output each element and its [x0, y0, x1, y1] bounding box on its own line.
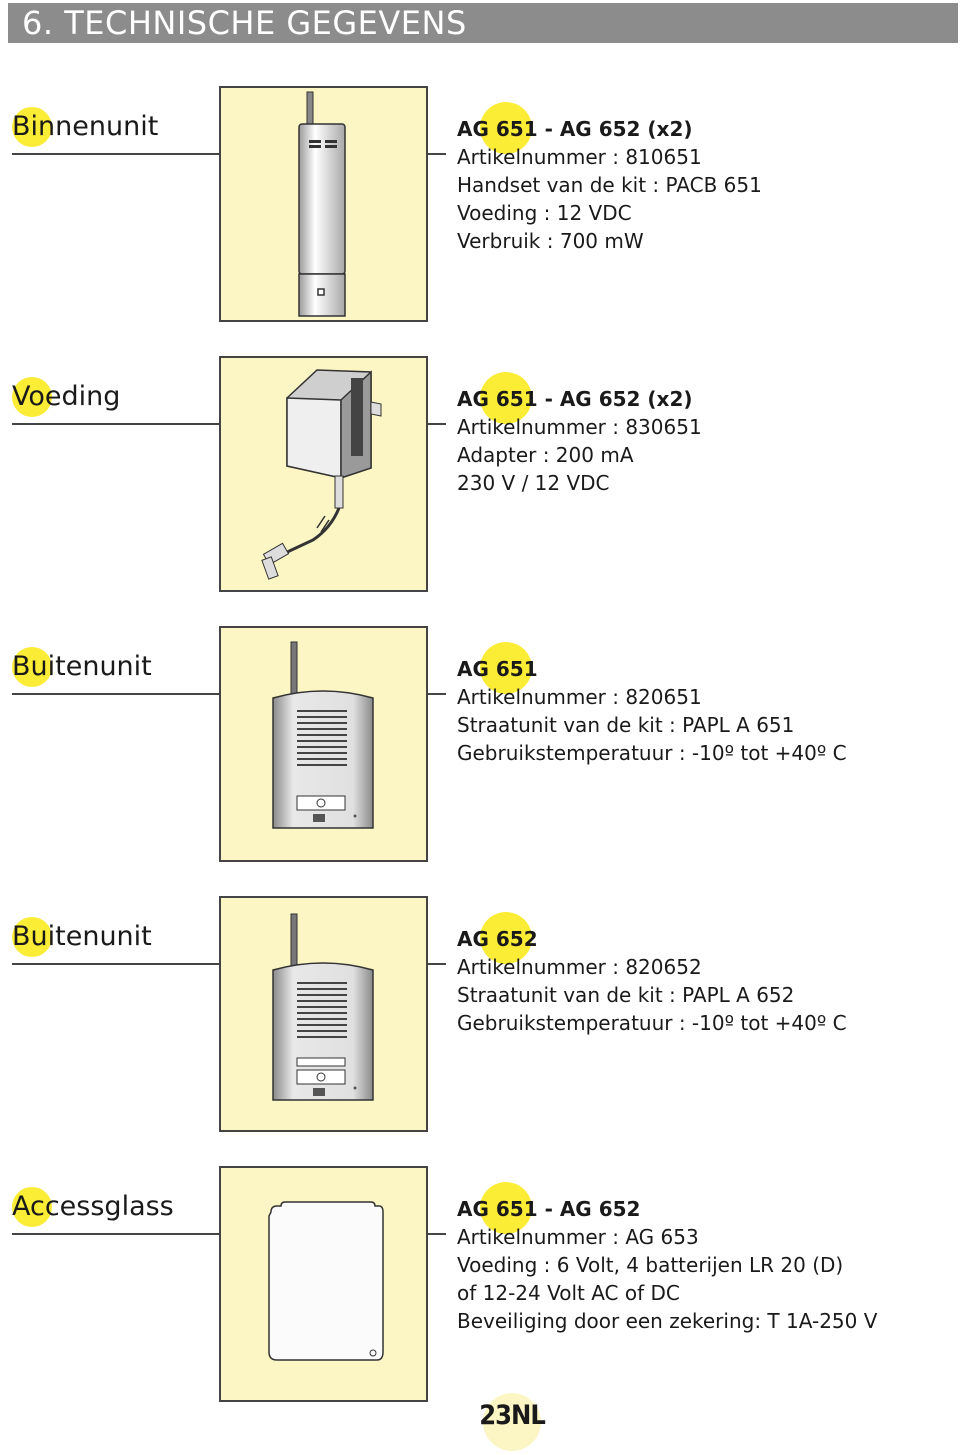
label-highlight: [12, 377, 52, 417]
label-underline: [12, 423, 220, 425]
connector-line: [426, 153, 446, 155]
label-underline: [12, 1233, 220, 1235]
spec-model: AG 652: [457, 927, 538, 951]
spec-line: Handset van de kit : PACB 651: [457, 173, 762, 197]
spec-line: Voeding : 6 Volt, 4 batterijen LR 20 (D): [457, 1253, 844, 1277]
spec-highlight: [480, 102, 532, 154]
spec-line: Straatunit van de kit : PAPL A 652: [457, 983, 795, 1007]
spec-block: AG 651 - AG 652 (x2) Artikelnummer : 810…: [457, 115, 762, 255]
image-box: [219, 356, 428, 592]
section-label: Buitenunit: [12, 651, 152, 682]
image-box: [219, 1166, 428, 1402]
label-highlight: [12, 107, 52, 147]
connector-line: [426, 963, 446, 965]
image-box: [219, 86, 428, 322]
spec-model: AG 651 - AG 652 (x2): [457, 387, 693, 411]
page-number-highlight: [483, 1393, 541, 1451]
section-accessglass: Accessglass AG 651 - AG 652 Artikelnumme…: [0, 1166, 960, 1402]
section-buitenunit-652: Buitenunit AG 652: [0, 896, 960, 1132]
label-underline: [12, 153, 220, 155]
outdoor-unit-two-button-icon: [272, 913, 374, 1101]
accessglass-box-icon: [268, 1201, 384, 1361]
spec-line: Straatunit van de kit : PAPL A 651: [457, 713, 795, 737]
spec-block: AG 652 Artikelnummer : 820652 Straatunit…: [457, 925, 847, 1037]
image-box: [219, 896, 428, 1132]
label-highlight: [12, 1187, 52, 1227]
spec-highlight: [480, 1182, 532, 1234]
label-underline: [12, 693, 220, 695]
spec-line: Artikelnummer : 810651: [457, 145, 702, 169]
section-label: Accessglass: [12, 1191, 174, 1222]
section-label: Buitenunit: [12, 921, 152, 952]
section-label: Voeding: [12, 381, 121, 412]
spec-line: Artikelnummer : 820652: [457, 955, 702, 979]
spec-line: Artikelnummer : 820651: [457, 685, 702, 709]
connector-line: [426, 1233, 446, 1235]
section-binnenunit: Binnenunit AG 651 - AG 652 (x2) Artikeln…: [0, 86, 960, 322]
section-buitenunit-651: Buitenunit AG 651 Ar: [0, 626, 960, 862]
spec-block: AG 651 - AG 652 (x2) Artikelnummer : 830…: [457, 385, 702, 497]
spec-model: AG 651: [457, 657, 538, 681]
spec-block: AG 651 - AG 652 Artikelnummer : AG 653 V…: [457, 1195, 877, 1335]
spec-model: AG 651 - AG 652: [457, 1197, 641, 1221]
spec-highlight: [480, 642, 532, 694]
handset-icon: [298, 91, 346, 317]
spec-line: Voeding : 12 VDC: [457, 201, 632, 225]
connector-line: [426, 423, 446, 425]
label-underline: [12, 963, 220, 965]
power-adapter-icon: [261, 369, 382, 580]
spec-line: Verbruik : 700 mW: [457, 229, 644, 253]
spec-line: Adapter : 200 mA: [457, 443, 634, 467]
spec-block: AG 651 Artikelnummer : 820651 Straatunit…: [457, 655, 847, 767]
header-bar: 6. TECHNISCHE GEGEVENS: [8, 3, 958, 43]
outdoor-unit-icon: [272, 641, 374, 829]
spec-line: Gebruikstemperatuur : -10º tot +40º C: [457, 741, 847, 765]
section-voeding: Voeding AG 651 - AG 652 (x2) Artikelnumm…: [0, 356, 960, 592]
spec-line: Beveiliging door een zekering: T 1A-250 …: [457, 1309, 878, 1333]
spec-highlight: [480, 912, 532, 964]
spec-highlight: [480, 372, 532, 424]
label-highlight: [12, 917, 52, 957]
image-box: [219, 626, 428, 862]
spec-line: Artikelnummer : 830651: [457, 415, 702, 439]
spec-line: Gebruikstemperatuur : -10º tot +40º C: [457, 1011, 847, 1035]
connector-line: [426, 693, 446, 695]
page-number: 23NL: [479, 1400, 546, 1431]
spec-line: 230 V / 12 VDC: [457, 471, 610, 495]
spec-model: AG 651 - AG 652 (x2): [457, 117, 693, 141]
spec-line: of 12-24 Volt AC of DC: [457, 1281, 680, 1305]
section-label: Binnenunit: [12, 111, 159, 142]
label-highlight: [12, 647, 52, 687]
page-title: 6. TECHNISCHE GEGEVENS: [22, 4, 467, 42]
spec-line: Artikelnummer : AG 653: [457, 1225, 699, 1249]
